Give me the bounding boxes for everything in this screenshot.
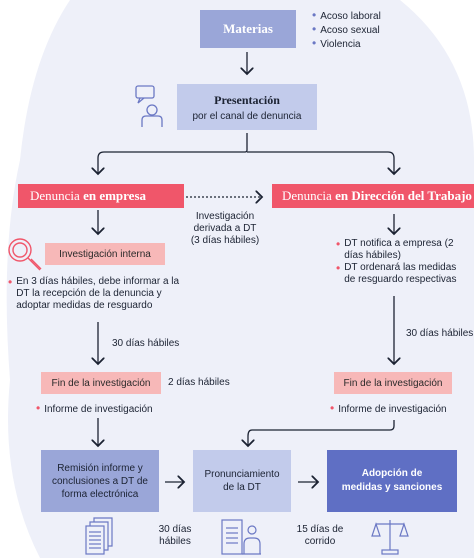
fin-investigacion-dt-box: Fin de la investigación bbox=[334, 372, 452, 394]
dt-30-dias: 30 días hábiles bbox=[406, 328, 474, 339]
pronunciamiento-15-line2: corrido bbox=[304, 536, 336, 547]
fin-investigacion-dt-label: Fin de la investigación bbox=[343, 377, 443, 389]
investigacion-interna-label: Investigación interna bbox=[59, 248, 151, 260]
magnifier-icon bbox=[8, 238, 42, 271]
derivada-line3: (3 días hábiles) bbox=[190, 235, 260, 246]
bullet-dot: • bbox=[36, 401, 41, 415]
pronunciamiento-15-line1: 15 días de bbox=[296, 524, 344, 535]
empresa-30-dias: 30 días hábiles bbox=[112, 338, 180, 349]
empresa-note: • En 3 días hábiles, debe informar a la … bbox=[8, 276, 188, 312]
presentacion-title: Presentación bbox=[214, 92, 280, 107]
empresa-informe-text: Informe de investigación bbox=[44, 404, 153, 415]
pronunciamiento-30-line2: hábiles bbox=[159, 536, 191, 547]
denuncia-empresa-header: Denuncia en empresa bbox=[18, 184, 184, 208]
denuncia-dt-prefix: Denuncia bbox=[282, 188, 336, 203]
adopcion-box: Adopción de medidas y sanciones bbox=[327, 450, 457, 512]
pronunciamiento-30-dias: 30 días hábiles bbox=[150, 524, 200, 548]
person-chat-icon bbox=[135, 85, 163, 127]
derivada-label: Investigación derivada a DT (3 días hábi… bbox=[180, 211, 270, 247]
empresa-informe: •Informe de investigación bbox=[36, 402, 153, 416]
dt-note-item: • DT ordenará las medidas de resguardo r… bbox=[336, 262, 470, 286]
derivada-line1: Investigación bbox=[195, 211, 255, 222]
scales-icon bbox=[371, 520, 409, 555]
dt-note-2: DT ordenará las medidas de resguardo res… bbox=[344, 262, 457, 285]
bullet-dot: • bbox=[336, 237, 341, 251]
fin-investigacion-empresa-label: Fin de la investigación bbox=[51, 377, 151, 389]
bullet-dot: • bbox=[8, 275, 13, 289]
materias-item: Acoso sexual bbox=[312, 23, 381, 37]
fin-investigacion-empresa-box: Fin de la investigación bbox=[41, 372, 161, 394]
pronunciamiento-box: Pronunciamiento de la DT bbox=[193, 450, 291, 512]
dt-informe-text: Informe de investigación bbox=[338, 404, 447, 415]
pronunciamiento-label: Pronunciamiento de la DT bbox=[204, 469, 280, 493]
dt-note-item: • DT notifica a empresa (2 días hábiles) bbox=[336, 238, 470, 262]
bullet-dot: • bbox=[330, 401, 335, 415]
denuncia-empresa-bold: en empresa bbox=[83, 188, 147, 203]
denuncia-empresa-prefix: Denuncia bbox=[30, 188, 84, 203]
presentacion-subtitle: por el canal de denuncia bbox=[192, 110, 302, 122]
denuncia-dt-bold: en Dirección del Trabajo bbox=[335, 188, 472, 203]
materias-title: Materias bbox=[223, 21, 273, 36]
presentacion-box: Presentación por el canal de denuncia bbox=[177, 84, 317, 130]
document-person-icon bbox=[221, 519, 261, 555]
empresa-2-dias: 2 días hábiles bbox=[168, 377, 230, 388]
materias-list: Acoso laboral Acoso sexual Violencia bbox=[312, 9, 381, 51]
bullet-dot: • bbox=[336, 261, 341, 275]
denuncia-dt-header: Denuncia en Dirección del Trabajo bbox=[272, 184, 474, 208]
materias-box: Materias bbox=[200, 10, 296, 48]
dt-informe: •Informe de investigación bbox=[330, 402, 447, 416]
remision-label: Remisión informe y conclusiones a DT de … bbox=[52, 462, 148, 500]
dt-note-1: DT notifica a empresa (2 días hábiles) bbox=[344, 238, 454, 261]
pronunciamiento-30-line1: 30 días bbox=[158, 524, 192, 535]
materias-item: Acoso laboral bbox=[312, 9, 381, 23]
documents-icon bbox=[85, 517, 113, 555]
pronunciamiento-15-dias: 15 días de corrido bbox=[290, 524, 350, 548]
derivada-line2: derivada a DT bbox=[193, 223, 257, 234]
investigacion-interna-box: Investigación interna bbox=[45, 243, 165, 265]
adopcion-label: Adopción de medidas y sanciones bbox=[341, 468, 443, 493]
materias-item: Violencia bbox=[312, 37, 381, 51]
empresa-note-text: En 3 días hábiles, debe informar a la DT… bbox=[16, 276, 180, 311]
remision-box: Remisión informe y conclusiones a DT de … bbox=[41, 450, 159, 512]
dt-notes: • DT notifica a empresa (2 días hábiles)… bbox=[336, 238, 470, 286]
